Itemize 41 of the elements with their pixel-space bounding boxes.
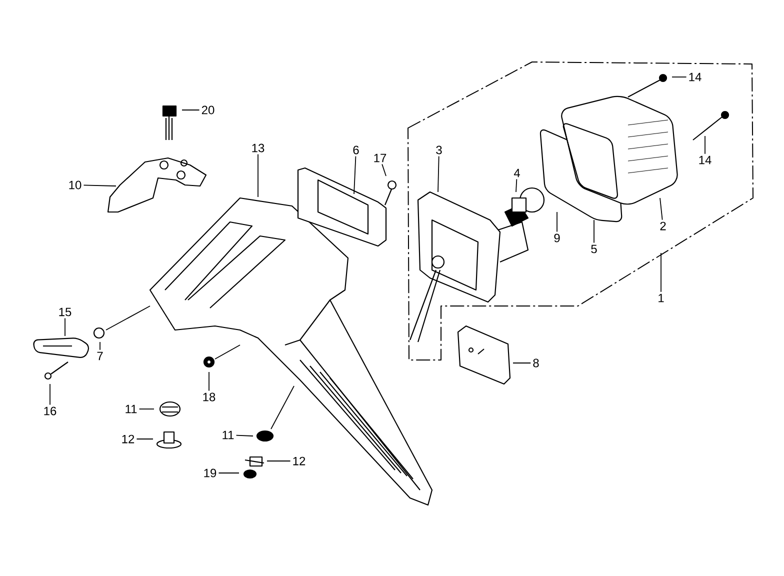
callout-number: 2 [660, 222, 666, 230]
leader-line [660, 198, 663, 220]
leader-line [208, 372, 210, 392]
callout-number: 8 [533, 358, 539, 368]
leader-line [64, 318, 66, 336]
callout-number: 12 [293, 456, 306, 466]
callout-number: 14 [699, 156, 712, 164]
callout-number: 5 [591, 244, 597, 254]
leader-line [382, 164, 386, 176]
callout-number: 11 [222, 430, 234, 440]
callout-number: 10 [69, 180, 82, 190]
callout-number: 20 [202, 106, 214, 114]
leader-line [660, 252, 662, 292]
leader-line [138, 408, 154, 410]
leader-line [438, 156, 440, 192]
leader-line [672, 76, 687, 78]
callout-number: 6 [353, 146, 359, 154]
callout-number: 1 [658, 294, 664, 302]
callout-number: 14 [689, 72, 702, 82]
callout-number: 18 [203, 392, 216, 402]
leader-line [556, 212, 558, 232]
leader-line [354, 156, 356, 194]
leader-line [516, 178, 518, 192]
callout-number: 4 [514, 168, 520, 178]
callout-number: 11 [126, 404, 137, 414]
leader-line [266, 460, 291, 462]
callout-number: 13 [252, 144, 264, 152]
leader-line [704, 136, 706, 154]
leader-line [512, 362, 532, 364]
callout-number: 17 [374, 154, 386, 162]
leader-line [236, 434, 254, 436]
callout-number: 7 [97, 352, 103, 360]
leader-line [218, 472, 240, 474]
callout-number: 16 [44, 406, 56, 416]
callout-number: 12 [122, 434, 134, 444]
callout-number: 9 [554, 234, 560, 242]
leader-line [136, 438, 154, 440]
callout-number: 3 [436, 146, 442, 154]
callout-number: 15 [59, 308, 72, 316]
leader-line [83, 184, 116, 186]
callout-number: 19 [204, 468, 216, 478]
